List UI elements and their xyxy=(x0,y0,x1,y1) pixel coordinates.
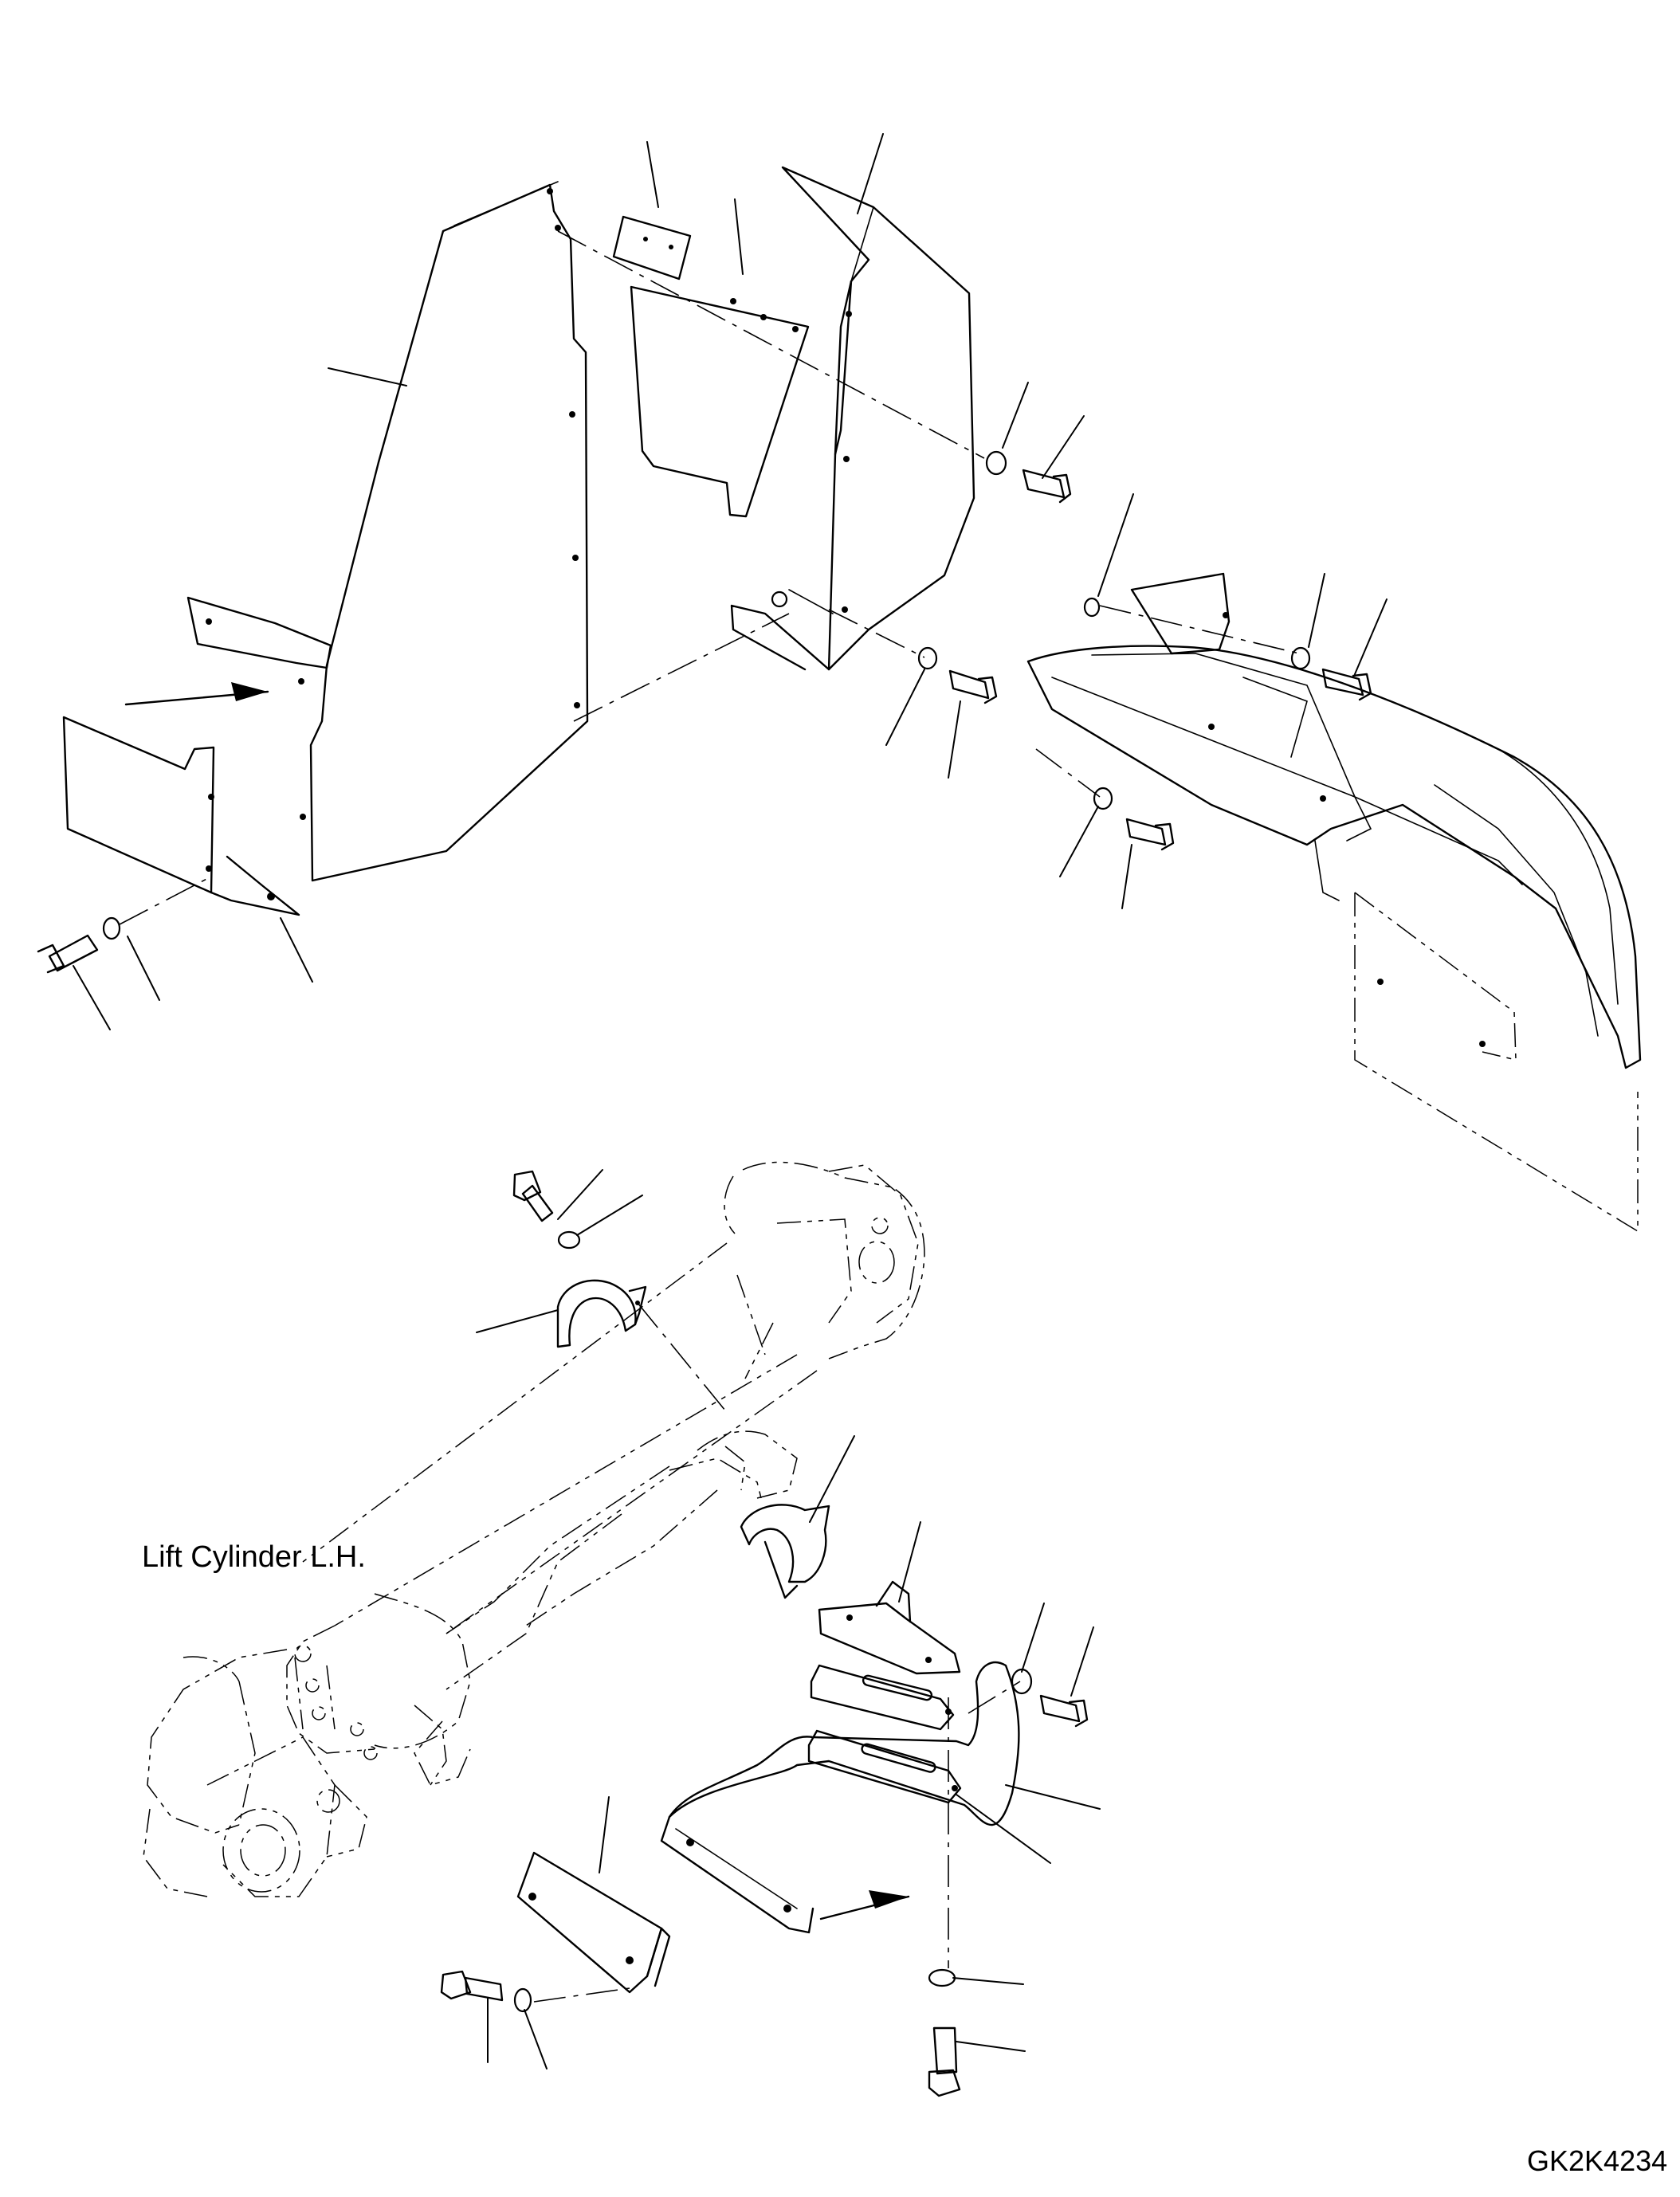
upper-bolt-lower xyxy=(512,1170,581,1250)
lower-center-lines xyxy=(533,1302,1021,2003)
lower-assembly xyxy=(143,1161,1101,2097)
middle-hose-clamp xyxy=(740,1504,830,1599)
upper-leaders xyxy=(73,133,1388,1030)
slotted-plates xyxy=(807,1664,962,1804)
curved-heat-shield xyxy=(660,1661,1020,1934)
left-lower-shield xyxy=(62,716,300,916)
bolt-left xyxy=(37,916,121,974)
bolt-fender-bottom xyxy=(1093,787,1175,851)
fender-bracket xyxy=(1130,572,1231,655)
bolt-fender-top xyxy=(1290,646,1372,701)
center-cover-sheet xyxy=(630,285,810,518)
upper-direction-arrow xyxy=(124,682,269,706)
lower-leaders xyxy=(476,1169,1101,2069)
hose-bracket-bolt xyxy=(1011,1668,1089,1728)
assembly-label: Lift Cylinder L.H. xyxy=(142,1540,366,1574)
upper-center-lines xyxy=(119,230,1300,925)
fender xyxy=(1026,645,1642,1069)
top-strip xyxy=(612,215,692,281)
lift-cylinder xyxy=(143,1161,925,1897)
drawing-code: GK2K4234 xyxy=(1527,2144,1667,2177)
mud-flap xyxy=(1354,892,1639,1233)
right-guard-box xyxy=(730,166,975,671)
bolt-center xyxy=(917,646,998,704)
lower-fasteners xyxy=(440,1968,961,2097)
small-bent-plate xyxy=(516,1851,671,1994)
upper-fasteners xyxy=(37,450,1372,974)
upper-assembly xyxy=(37,133,1642,1233)
left-angle-tab xyxy=(186,596,332,669)
bolt-top xyxy=(985,450,1072,504)
hose-bracket xyxy=(818,1580,961,1675)
bolt-bottom-right xyxy=(928,2026,961,2097)
left-guard-plate xyxy=(298,181,589,882)
bolt-bottom-left xyxy=(440,1970,532,2013)
lower-direction-arrow xyxy=(819,1890,910,1920)
